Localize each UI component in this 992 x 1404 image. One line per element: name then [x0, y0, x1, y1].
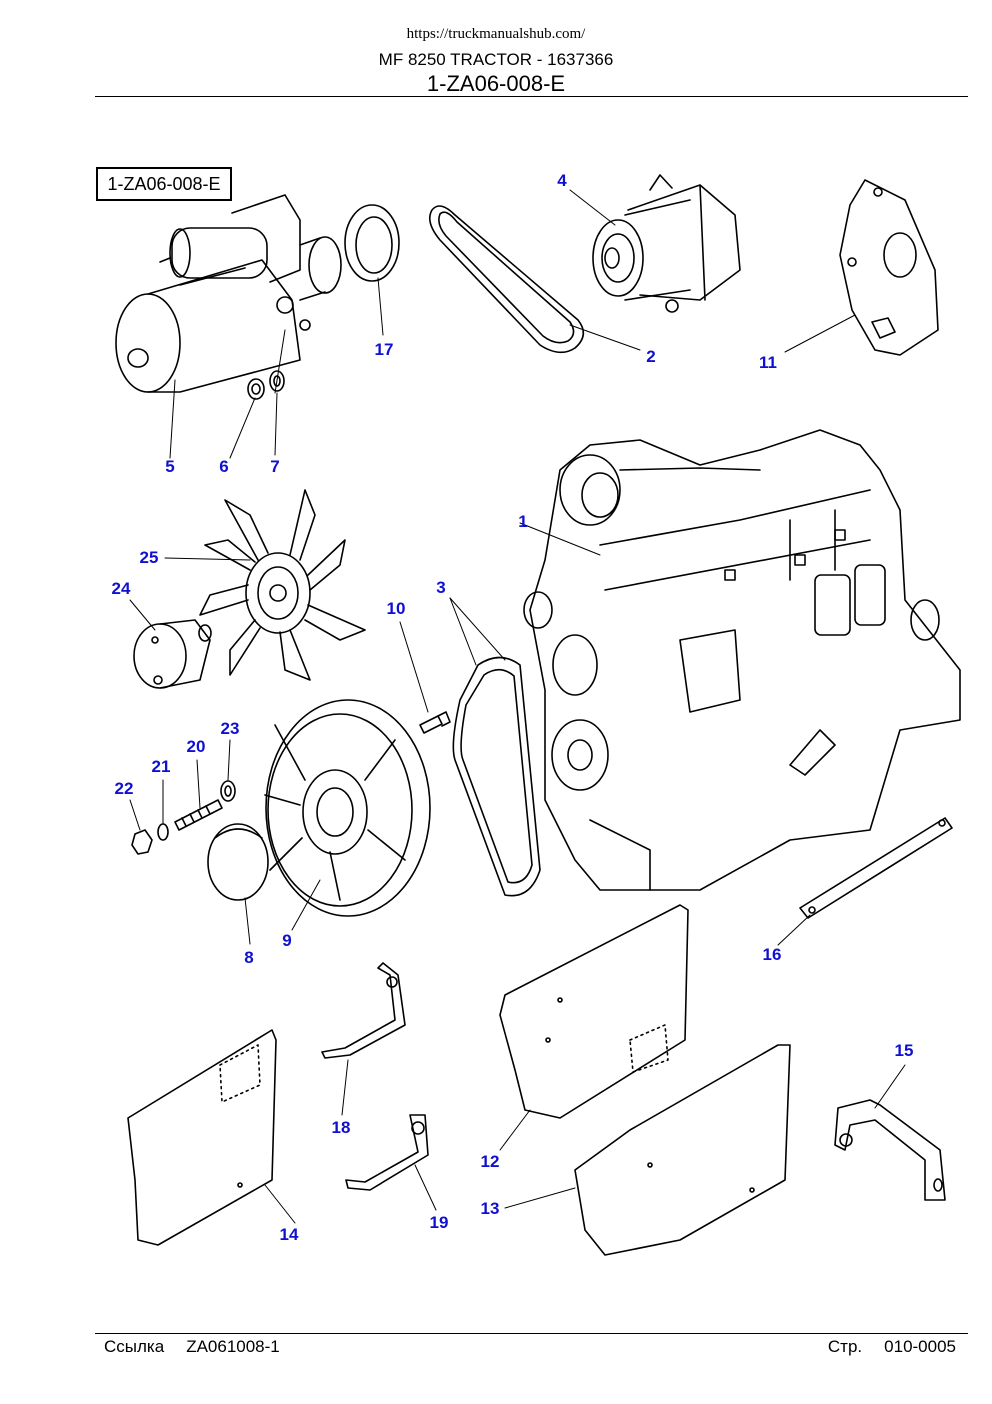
callout-10: 10	[386, 599, 406, 618]
callout-8: 8	[244, 948, 254, 967]
callout-22: 22	[114, 779, 134, 798]
callout-3: 3	[436, 578, 446, 597]
strap-drawing	[799, 817, 953, 919]
page-title: MF 8250 TRACTOR - 1637366	[378, 50, 614, 69]
fan-blade-drawing	[199, 489, 366, 681]
bracket-19-drawing	[345, 1114, 429, 1191]
callout-5: 5	[165, 457, 175, 476]
reference-label: Ссылка	[104, 1337, 165, 1356]
shield-plate-13-drawing	[574, 1044, 791, 1256]
callout-6: 6	[219, 457, 229, 476]
footer-page: Стр. 010-0005	[828, 1337, 956, 1357]
engine-drawing	[523, 429, 961, 891]
callout-16: 16	[762, 945, 782, 964]
header-divider	[95, 96, 968, 97]
starter-motor-drawing	[115, 194, 342, 393]
callout-leader-lines	[129, 189, 906, 1224]
mounting-bracket-drawing	[839, 179, 939, 356]
stud-and-fasteners-drawing	[131, 780, 236, 855]
callout-17: 17	[374, 340, 394, 359]
page-label: Стр.	[827, 1337, 863, 1356]
reference-value: ZA061008-1	[186, 1337, 280, 1356]
fan-belt-drawing	[452, 656, 541, 897]
nut-and-washer-6-7	[247, 370, 285, 400]
callout-18: 18	[331, 1118, 351, 1137]
callout-14: 14	[279, 1225, 299, 1244]
callout-4: 4	[557, 171, 567, 190]
shield-plate-12-drawing	[499, 904, 689, 1119]
callout-21: 21	[151, 757, 171, 776]
alternator-drawing	[592, 174, 741, 313]
bracket-18-drawing	[321, 962, 406, 1059]
callout-7: 7	[270, 457, 280, 476]
source-url: https://truckmanualshub.com/	[406, 26, 586, 42]
callout-2: 2	[646, 347, 656, 366]
callout-19: 19	[429, 1213, 449, 1232]
fan-coupling-drawing	[133, 619, 212, 689]
page-number: 010-0005	[884, 1337, 956, 1356]
callout-13: 13	[480, 1199, 500, 1218]
v-belt-drawing	[429, 205, 585, 354]
callout-1: 1	[518, 512, 528, 531]
callout-15: 15	[894, 1041, 914, 1060]
bracket-15-drawing	[834, 1099, 946, 1201]
cap-drawing	[207, 823, 269, 901]
callout-24: 24	[111, 579, 131, 598]
ring-seal-drawing	[344, 204, 400, 282]
diagram-code: 1-ZA06-008-E	[426, 71, 566, 96]
callout-23: 23	[220, 719, 240, 738]
footer-reference: Ссылка ZA061008-1	[104, 1337, 280, 1357]
callout-25: 25	[139, 548, 159, 567]
callout-12: 12	[480, 1152, 500, 1171]
fan-shroud-drawing	[264, 699, 431, 917]
callout-11: 11	[759, 353, 777, 372]
diagram-id-box: 1-ZA06-008-E	[96, 167, 232, 201]
bolt-drawing	[419, 711, 451, 734]
callout-20: 20	[186, 737, 206, 756]
callout-9: 9	[282, 931, 292, 950]
footer-divider	[95, 1333, 968, 1334]
shield-plate-14-drawing	[127, 1029, 277, 1246]
